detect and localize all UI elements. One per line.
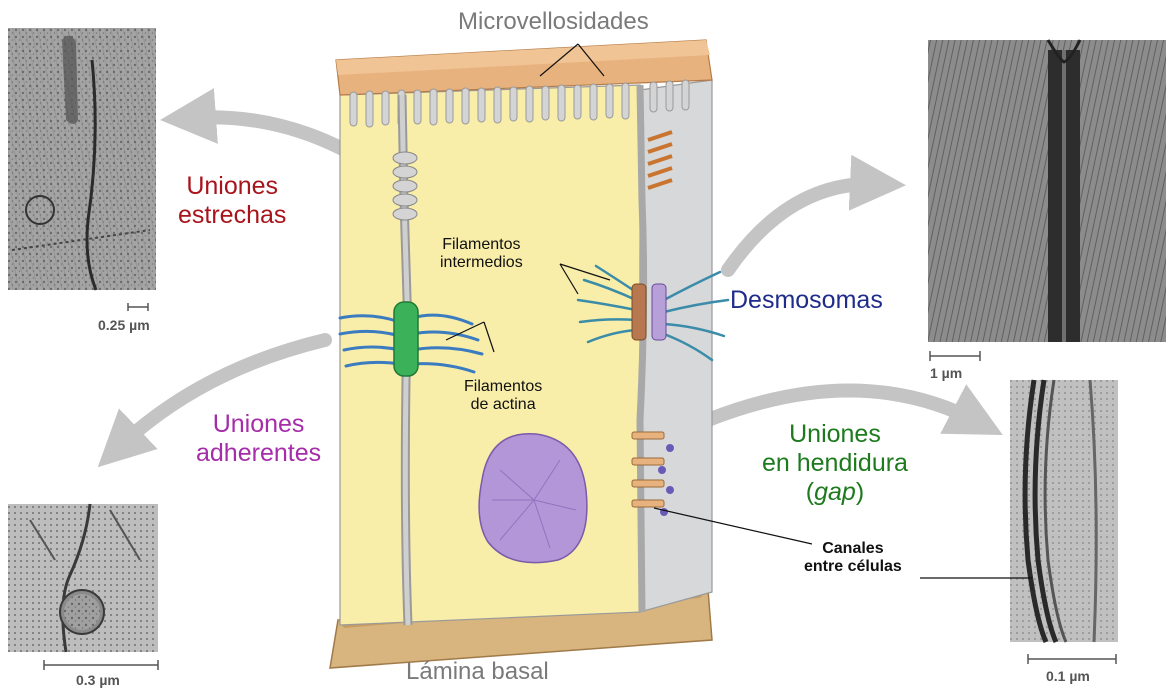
label-adherens-junctions: Uniones adherentes <box>196 410 321 468</box>
channels-line1: Canales <box>804 540 902 558</box>
scale-label-tight: 0.25 µm <box>98 317 150 333</box>
adherens-line1: Uniones <box>196 410 321 439</box>
tight-line1: Uniones <box>178 172 286 201</box>
micrograph-desmosome <box>928 40 1166 342</box>
scale-label-desmosome: 1 µm <box>930 365 962 381</box>
adherens-line2: adherentes <box>196 439 321 468</box>
scale-bar-tight <box>128 303 148 311</box>
nucleus <box>479 434 587 563</box>
gap-open: ( <box>806 478 814 506</box>
arrow-gap <box>708 390 978 422</box>
label-microvilli: Microvellosidades <box>458 8 649 36</box>
label-intermediate-filaments: Filamentos intermedios <box>440 236 523 273</box>
label-channels: Canales entre células <box>804 540 902 577</box>
intermediate-line1: Filamentos <box>440 236 523 254</box>
actin-line1: Filamentos <box>464 378 542 396</box>
gap-word: gap <box>814 478 856 506</box>
label-gap-junctions: Uniones en hendidura (gap) <box>762 420 908 506</box>
micrograph-tight-junction <box>8 28 156 290</box>
gap-line2: en hendidura <box>762 449 908 478</box>
intermediate-line2: intermedios <box>440 254 523 272</box>
actin-line2: de actina <box>464 396 542 414</box>
tight-junction-beads <box>393 152 417 220</box>
tight-line2: estrechas <box>178 201 286 230</box>
gap-line1: Uniones <box>762 420 908 449</box>
label-basal-lamina: Lámina basal <box>406 658 549 686</box>
micrograph-gap-junction <box>1010 380 1118 642</box>
gap-line3: (gap) <box>762 478 908 507</box>
scale-bar-desmosome <box>930 351 980 361</box>
cell-illustration <box>330 40 728 668</box>
gap-close: ) <box>856 478 864 506</box>
scale-bar-gap <box>1028 654 1116 664</box>
label-tight-junctions: Uniones estrechas <box>178 172 286 230</box>
scale-label-gap: 0.1 µm <box>1046 668 1090 684</box>
desmosome-plaque-right <box>652 284 666 340</box>
label-actin-filaments: Filamentos de actina <box>464 378 542 415</box>
channels-line2: entre células <box>804 558 902 576</box>
label-desmosomes: Desmosomas <box>730 286 883 315</box>
micrograph-adherens-junction <box>8 504 158 652</box>
desmosome-plaque-left <box>632 284 646 340</box>
arrow-desmosome <box>728 184 878 270</box>
adherens-plaque <box>394 302 418 376</box>
scale-bar-adherens <box>44 660 158 670</box>
scale-label-adherens: 0.3 µm <box>76 672 120 688</box>
